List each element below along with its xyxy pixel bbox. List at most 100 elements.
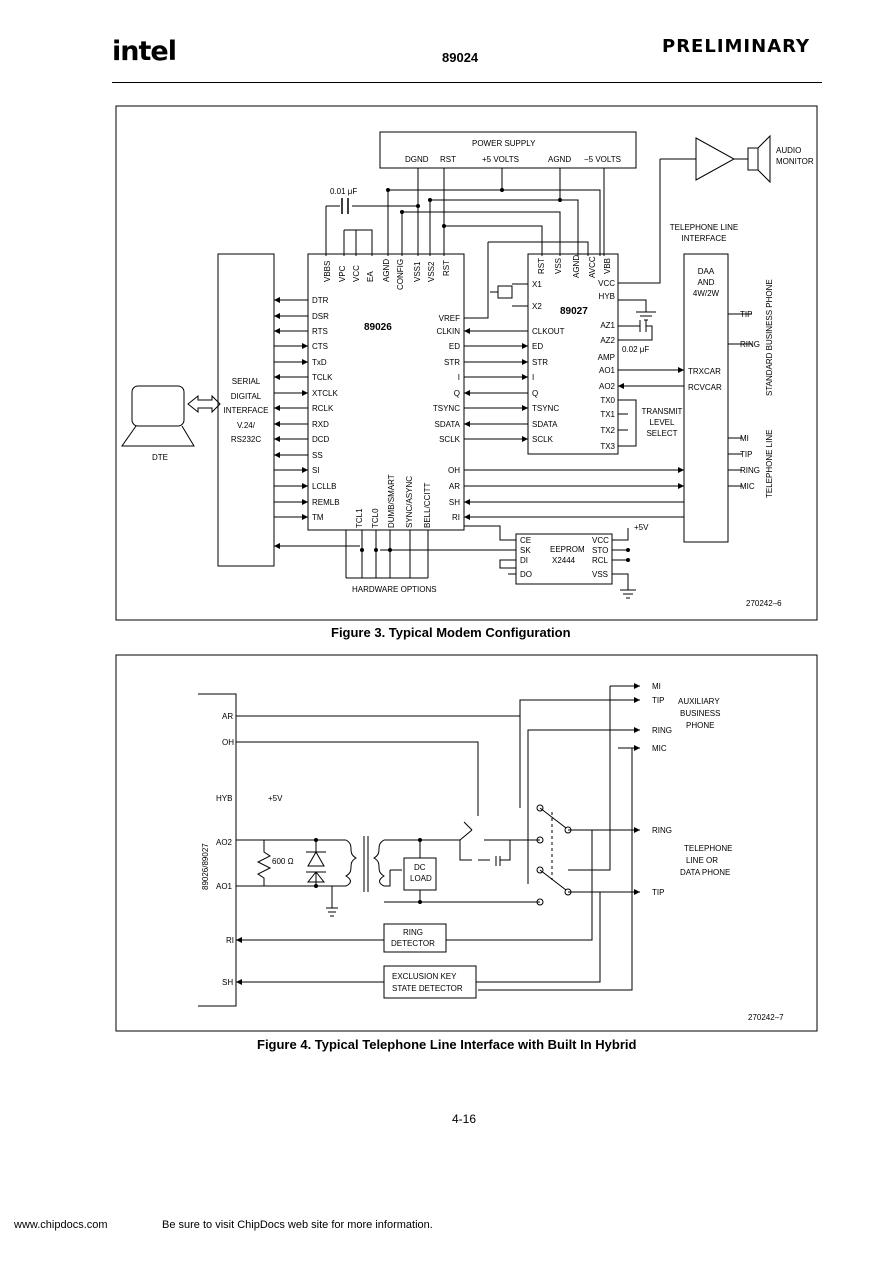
chip-89026-name: 89026 — [364, 322, 392, 333]
pin-label: VBB — [603, 258, 612, 274]
daa-right2-tip: TIP — [740, 450, 752, 459]
pin-label: SELECT — [646, 429, 677, 438]
pin-label: AR — [222, 712, 233, 721]
cap2-label: 0.02 μF — [622, 345, 649, 354]
pin-label: VPC — [338, 265, 347, 282]
pin-label: TX1 — [600, 410, 615, 419]
pin-label: TX0 — [600, 396, 615, 405]
pin-label: TSYNC — [433, 404, 460, 413]
pin-label: Q — [532, 389, 538, 398]
pin-label: TELEPHONE — [684, 844, 732, 853]
pin-label: DUMB/SMART — [387, 474, 396, 528]
pin-label: VCC — [598, 279, 615, 288]
speaker-cone — [757, 134, 771, 184]
chip-89027 — [527, 253, 619, 455]
pin-label: SCLK — [532, 435, 554, 444]
pin-label: HYB — [216, 794, 232, 803]
pin-label: RST — [537, 258, 546, 274]
chip-89027-left-pins: X1 X2 CLKOUT ED STR I Q TSYNC SDATA SCLK — [532, 280, 565, 444]
pin-label: CONFIG — [396, 259, 405, 290]
power-supply-box — [379, 131, 637, 169]
pin-label: AMP — [598, 353, 615, 362]
ps-pin-5v: +5 VOLTS — [482, 155, 519, 164]
pin-label: RTS — [312, 327, 328, 336]
pin-label: AUXILIARY — [678, 697, 720, 706]
daa-label: DAA AND 4W/2W — [693, 267, 720, 298]
pin-label: RST — [442, 260, 451, 276]
std-phone-label: STANDARD BUSINESS PHONE — [765, 279, 774, 396]
pin-label: DO — [520, 570, 532, 579]
pin-label: RING — [403, 928, 423, 937]
pin-label: VBBS — [323, 261, 332, 282]
pin-label: SCLK — [439, 435, 461, 444]
pin-label: DATA PHONE — [680, 868, 730, 877]
pin-label: TX2 — [600, 426, 615, 435]
pin-label: X2 — [532, 302, 542, 311]
pin-label: LCLLB — [312, 482, 336, 491]
pin-label: DETECTOR — [391, 939, 435, 948]
pin-label: BUSINESS — [680, 709, 720, 718]
part-number: 89024 — [442, 50, 479, 65]
pin-label: TIP — [652, 888, 664, 897]
chip-89027-right-pins: VCC HYB AZ1 AZ2 AMP AO1 AO2 TX0 TX1 TX2 … — [598, 279, 616, 451]
pin-label: AGND — [382, 259, 391, 282]
pin-label: VCC — [592, 536, 609, 545]
ps-pin-neg5v: −5 VOLTS — [584, 155, 621, 164]
pin-label: CLKOUT — [532, 327, 565, 336]
pin-label: RCLK — [312, 404, 334, 413]
pin-label: AO1 — [216, 882, 233, 891]
pin-label: X1 — [532, 280, 542, 289]
chip-89027-name: 89027 — [560, 306, 588, 317]
ps-pin-dgnd: DGND — [405, 155, 429, 164]
pin-label: STR — [444, 358, 460, 367]
pin-label: HYB — [599, 292, 615, 301]
fig4-resistor: 600 Ω — [272, 857, 294, 866]
pin-label: CE — [520, 536, 531, 545]
pin-label: RCL — [592, 556, 609, 565]
pin-label: RI — [226, 936, 234, 945]
cap1-label: 0.01 μF — [330, 187, 357, 196]
pin-label: DC — [414, 863, 426, 872]
pin-label: V.24/ — [237, 421, 256, 430]
pin-label: INTERFACE — [224, 406, 269, 415]
header-rule — [112, 82, 822, 83]
serial-signal-lines — [274, 299, 308, 518]
pin-label: VCC — [352, 265, 361, 282]
ring-detector-box — [383, 923, 447, 953]
pin-label: REMLB — [312, 498, 340, 507]
chip-89026-right-pins: VREF CLKIN ED STR I Q TSYNC SDATA SCLK O… — [433, 314, 461, 522]
pin-label: EA — [366, 271, 375, 282]
footer-site-link[interactable]: www.chipdocs.com — [14, 1219, 108, 1231]
pin-label: STO — [592, 546, 608, 555]
daa-box — [683, 253, 729, 543]
pin-label: VSS1 — [413, 261, 422, 282]
audio-label-1: AUDIO — [776, 146, 801, 155]
eeprom-name: EEPROM — [550, 545, 585, 554]
pin-label: SDATA — [435, 420, 461, 429]
pin-label: OH — [222, 738, 234, 747]
preliminary-label: PRELIMINARY — [662, 36, 811, 57]
intel-logo: intel — [112, 36, 177, 67]
pin-label: EXCLUSION KEY — [392, 972, 457, 981]
eeprom-box — [515, 533, 613, 585]
pin-label: AO1 — [599, 366, 616, 375]
pin-label: BELL/CCITT — [423, 483, 432, 528]
pin-label: LEVEL — [650, 418, 675, 427]
figure3-frame — [115, 105, 818, 621]
dte-base — [121, 425, 195, 447]
chip-89026-left-pins: DTR DSR RTS CTS TxD TCLK XTCLK RCLK RXD … — [312, 296, 340, 522]
eeprom-part: X2444 — [552, 556, 576, 565]
speaker-body — [747, 147, 759, 171]
pin-label: AZ2 — [600, 336, 615, 345]
fig4-plus5v: +5V — [268, 794, 283, 803]
fig3-ref: 270242–6 — [746, 599, 782, 608]
eeprom-plus5v: +5V — [634, 523, 649, 532]
chip-89026-bottom-pins: TCL1 TCL0 DUMB/SMART SYNC/ASYNC BELL/CCI… — [355, 474, 432, 528]
pin-label: AGND — [572, 255, 581, 278]
pin-label: TX3 — [600, 442, 615, 451]
pin-label: TIP — [652, 696, 664, 705]
pin-label: SI — [312, 466, 320, 475]
fig4-chip-edge — [198, 693, 237, 1007]
transmit-level-label: TRANSMIT LEVEL SELECT — [642, 407, 683, 438]
